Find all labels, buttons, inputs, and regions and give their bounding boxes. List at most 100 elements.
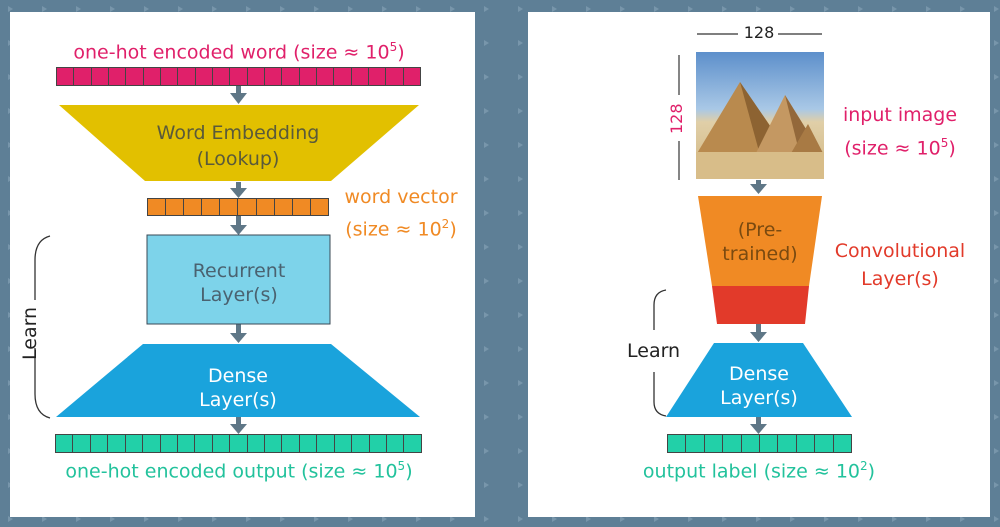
learn-label-left: Learn (19, 306, 41, 360)
bg-arrow-mark (484, 482, 489, 488)
vector-cell (238, 199, 257, 215)
trainable-conv-section (712, 286, 809, 324)
bg-arrow-mark (960, 516, 965, 522)
dense-layer-trapezoid-right (666, 343, 852, 417)
bg-arrow-mark (518, 74, 523, 80)
bg-arrow-mark (42, 6, 47, 12)
bg-arrow-mark (280, 6, 285, 12)
bg-arrow-mark (450, 516, 455, 522)
vector-cell (202, 199, 221, 215)
bg-arrow-mark (484, 312, 489, 318)
bg-arrow-mark (314, 6, 319, 12)
bg-arrow-mark (518, 414, 523, 420)
bg-arrow-mark (722, 516, 727, 522)
bg-arrow-mark (994, 244, 999, 250)
vector-cell (370, 435, 388, 452)
bg-arrow-mark (994, 312, 999, 318)
vector-cell (760, 435, 779, 452)
bg-arrow-mark (892, 516, 897, 522)
bg-arrow-mark (994, 448, 999, 454)
vector-cell (300, 68, 317, 85)
bg-arrow-mark (994, 176, 999, 182)
bg-arrow-mark (484, 6, 489, 12)
learn-bracket-right (653, 289, 667, 417)
vector-cell (74, 68, 92, 85)
vector-cell (352, 435, 370, 452)
bg-arrow-mark (994, 40, 999, 46)
vector-cell (293, 199, 311, 215)
bg-arrow-mark (994, 6, 999, 12)
bg-arrow-mark (654, 6, 659, 12)
output-label-right: output label (size ≈ 102) (642, 459, 876, 483)
bg-arrow-mark (620, 6, 625, 12)
bg-arrow-mark (518, 210, 523, 216)
vector-cell (108, 435, 126, 452)
vector-cell (797, 435, 816, 452)
bg-arrow-mark (722, 6, 727, 12)
vector-cell (230, 68, 248, 85)
bg-arrow-mark (76, 6, 81, 12)
vector-cell (126, 435, 144, 452)
bg-arrow-mark (212, 516, 217, 522)
bg-arrow-mark (484, 210, 489, 216)
one-hot-output-vector (55, 434, 422, 453)
vector-cell (161, 68, 179, 85)
bg-arrow-mark (926, 516, 931, 522)
bg-arrow-mark (518, 312, 523, 318)
bg-arrow-mark (484, 40, 489, 46)
bg-arrow-mark (552, 516, 557, 522)
bg-arrow-mark (518, 244, 523, 250)
vector-cell (220, 199, 239, 215)
vector-cell (148, 199, 167, 215)
bg-arrow-mark (8, 6, 13, 12)
vector-cell (91, 435, 109, 452)
vector-cell (143, 435, 161, 452)
image-width-label: 128 (743, 23, 775, 42)
bg-arrow-mark (790, 516, 795, 522)
vector-cell (386, 68, 404, 85)
bg-arrow-mark (790, 6, 795, 12)
bg-arrow-mark (76, 516, 81, 522)
bg-arrow-mark (110, 6, 115, 12)
vector-cell (73, 435, 91, 452)
vector-cell (57, 68, 75, 85)
word-embedding-trapezoid (59, 105, 419, 181)
vector-cell (166, 199, 185, 215)
bg-arrow-mark (824, 6, 829, 12)
bg-arrow-mark (994, 210, 999, 216)
bg-arrow-mark (382, 516, 387, 522)
vector-cell (109, 68, 127, 85)
bg-arrow-mark (518, 482, 523, 488)
image-height-label: 128 (667, 103, 686, 134)
vector-cell (265, 68, 283, 85)
vector-cell (352, 68, 369, 85)
recurrent-layer-box (146, 234, 331, 325)
vector-cell (404, 68, 420, 85)
bg-arrow-mark (994, 516, 999, 522)
bg-arrow-mark (756, 516, 761, 522)
bg-arrow-mark (484, 516, 489, 522)
bg-arrow-mark (518, 40, 523, 46)
dense-layer-trapezoid-left (56, 344, 420, 417)
bg-arrow-mark (824, 516, 829, 522)
bg-arrow-mark (8, 516, 13, 522)
vector-cell (275, 199, 293, 215)
vector-cell (184, 199, 203, 215)
vector-cell (92, 68, 109, 85)
vector-cell (742, 435, 761, 452)
bg-arrow-mark (688, 6, 693, 12)
bg-arrow-mark (518, 380, 523, 386)
vector-cell (723, 435, 742, 452)
vector-cell (282, 435, 300, 452)
word-vector-strip (147, 198, 329, 216)
bg-arrow-mark (416, 6, 421, 12)
bg-arrow-mark (484, 278, 489, 284)
vector-cell (317, 68, 335, 85)
bg-arrow-mark (994, 142, 999, 148)
bg-arrow-mark (518, 108, 523, 114)
bg-arrow-mark (42, 516, 47, 522)
bg-arrow-mark (416, 516, 421, 522)
